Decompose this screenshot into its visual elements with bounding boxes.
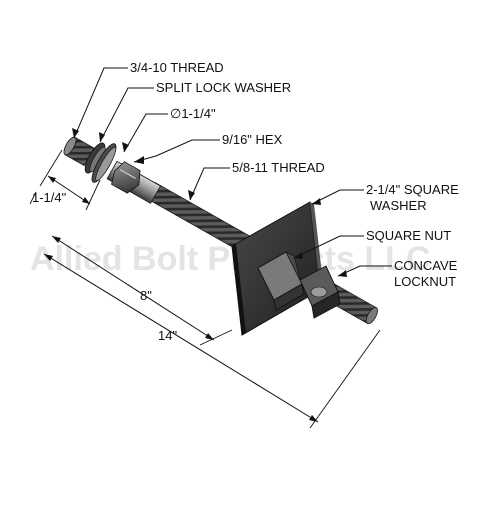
leader-lines xyxy=(72,67,392,277)
top-threaded-end xyxy=(63,136,95,167)
label-thread-mid: 5/8-11 THREAD xyxy=(232,160,325,175)
dimension-lines xyxy=(29,149,381,429)
dimension-small-label: 1-1/4" xyxy=(32,190,67,205)
label-thread-top: 3/4-10 THREAD xyxy=(130,60,224,75)
concave-locknut xyxy=(299,265,341,319)
label-square-washer-line1: 2-1/4" SQUARE xyxy=(366,182,459,197)
bolt-assembly xyxy=(63,136,378,336)
dimension-overall-label: 14" xyxy=(158,328,177,343)
label-concave-line2: LOCKNUT xyxy=(394,274,456,289)
label-diameter: ∅1-1/4" xyxy=(170,106,216,121)
round-washer xyxy=(91,143,117,183)
label-split-lock-washer: SPLIT LOCK WASHER xyxy=(156,80,291,95)
hex-section xyxy=(111,161,141,194)
dimension-mid-label: 8" xyxy=(140,288,152,303)
square-nut xyxy=(257,251,305,311)
label-hex: 9/16" HEX xyxy=(222,132,283,147)
watermark-text: Allied Bolt Products LLC xyxy=(30,240,430,278)
label-square-nut: SQUARE NUT xyxy=(366,228,451,243)
label-square-washer-line2: WASHER xyxy=(370,198,427,213)
label-concave-line1: CONCAVE xyxy=(394,258,458,273)
